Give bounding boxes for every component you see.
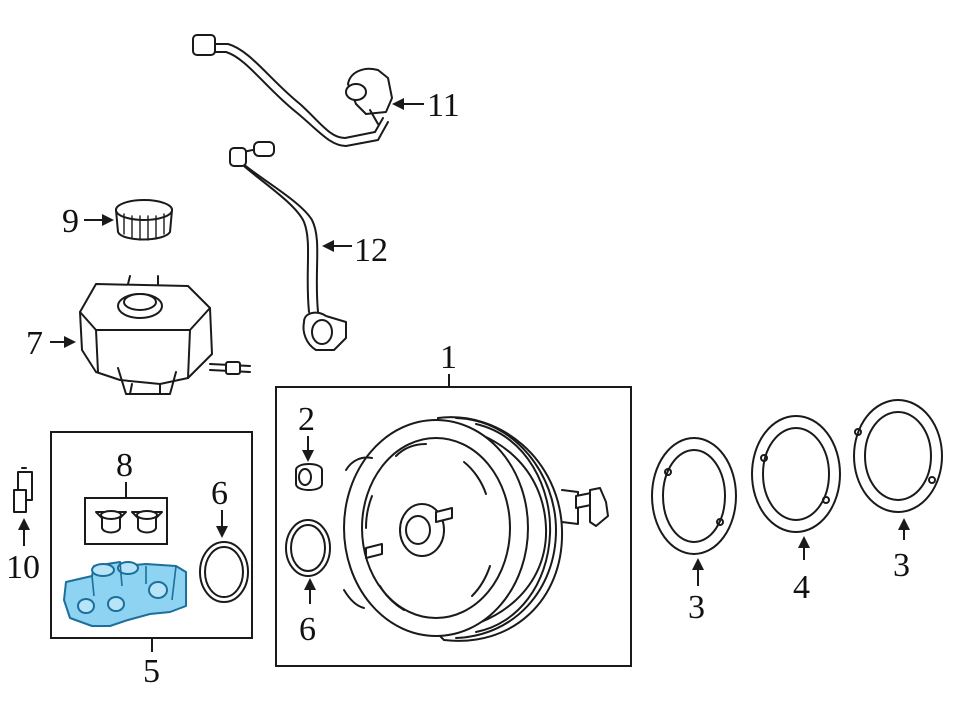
callout-6-master: 6	[211, 475, 228, 538]
seal-ring-part[interactable]	[285, 519, 331, 577]
callout-5: 5	[143, 638, 160, 690]
callout-11-label: 11	[427, 87, 460, 124]
callout-2-label: 2	[298, 401, 315, 438]
brake-booster-part[interactable]	[343, 416, 609, 642]
gasket-part[interactable]	[853, 399, 943, 513]
master-cylinder-part[interactable]	[63, 561, 187, 627]
callout-9-label: 9	[62, 203, 79, 240]
callout-10: 10	[6, 518, 40, 586]
callout-5-label: 5	[143, 653, 160, 690]
reservoir-part[interactable]	[79, 275, 251, 395]
callout-8-label: 8	[116, 447, 133, 484]
master-cylinder-body[interactable]	[63, 561, 187, 627]
callout-12-label: 12	[354, 232, 388, 269]
callout-11: 11	[392, 87, 460, 124]
callout-7: 7	[26, 325, 76, 362]
callout-3-right-label: 3	[893, 547, 910, 584]
callout-7-label: 7	[26, 325, 43, 362]
callout-6-master-label: 6	[211, 475, 228, 512]
callout-12: 12	[322, 232, 388, 269]
callout-1-label: 1	[440, 339, 457, 376]
gasket-part[interactable]	[651, 437, 737, 555]
seal-part[interactable]	[95, 510, 127, 534]
seal-part[interactable]	[131, 510, 163, 534]
grommet-part[interactable]	[295, 463, 323, 491]
callout-2: 2	[298, 401, 315, 462]
seals-group-box	[84, 497, 168, 545]
sensor-part[interactable]	[13, 467, 33, 513]
callout-10-label: 10	[6, 549, 40, 586]
seal-ring-part[interactable]	[199, 541, 249, 603]
callout-4-label: 4	[793, 569, 810, 606]
vacuum-hose-part[interactable]	[192, 34, 393, 147]
callout-9: 9	[62, 203, 114, 240]
callout-3-left: 3	[688, 558, 705, 626]
callout-1: 1	[440, 339, 457, 387]
callout-3-right: 3	[893, 518, 910, 584]
callout-6-booster: 6	[299, 578, 316, 648]
callout-8: 8	[116, 447, 133, 498]
gasket-part[interactable]	[751, 415, 841, 533]
callout-4: 4	[793, 536, 810, 606]
vacuum-tube-part[interactable]	[229, 141, 347, 351]
callout-3-left-label: 3	[688, 589, 705, 626]
reservoir-cap-part[interactable]	[115, 199, 173, 241]
booster-box	[275, 386, 632, 667]
callout-6-booster-label: 6	[299, 611, 316, 648]
